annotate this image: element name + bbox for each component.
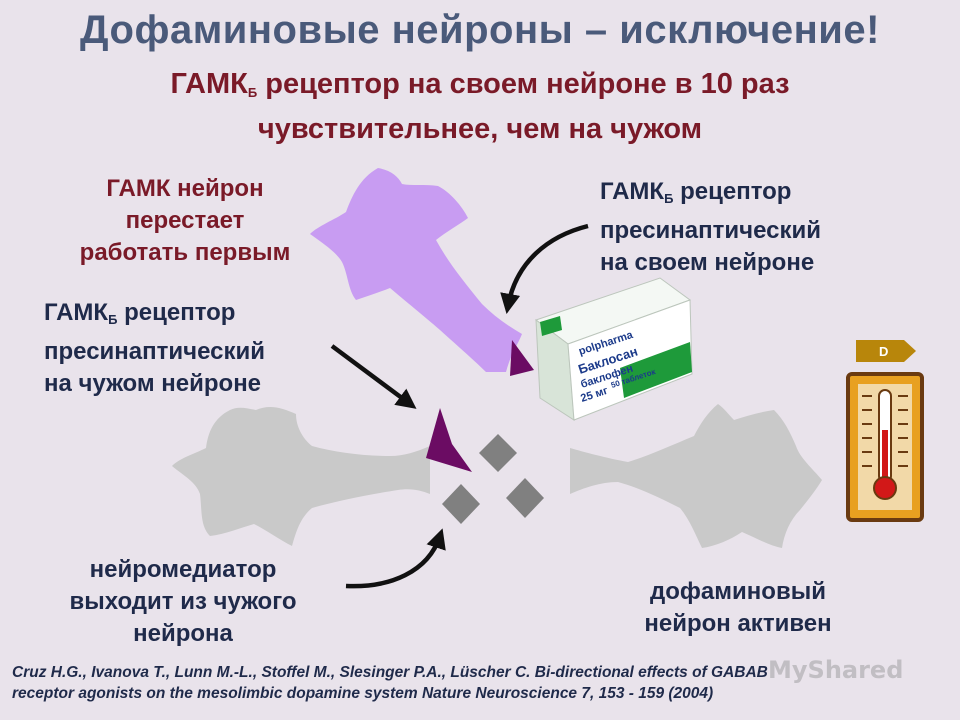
page-title: Дофаминовые нейроны – исключение! [80, 8, 880, 52]
foreign-receptor-shape [426, 408, 472, 472]
d-tag: D [856, 340, 916, 362]
label-foreign-receptor: ГАМКБ рецептор пресинаптический на чужом… [44, 299, 265, 397]
neurotransmitter-diamond [479, 434, 517, 472]
citation-line-1: Cruz H.G., Ivanova T., Lunn M.-L., Stoff… [12, 664, 768, 681]
arrow-own-receptor [500, 223, 589, 314]
citation-line-2: receptor agonists on the mesolimbic dopa… [12, 685, 714, 702]
arrow-neurotransmitter [345, 528, 446, 589]
arrow-foreign-receptor [330, 344, 417, 409]
label-own-receptor: ГАМКБ рецептор пресинаптический на своем… [600, 178, 821, 276]
label-gaba-neuron: ГАМК нейрон перестает работать первым [79, 175, 291, 266]
foreign-neuron [172, 407, 430, 546]
watermark: MyShared [768, 656, 904, 684]
page-subtitle: ГАМКБ рецептор на своем нейроне в 10 раз… [0, 66, 960, 148]
subtitle-line-1: ГАМКБ рецептор на своем нейроне в 10 раз [170, 68, 790, 100]
subtitle-line-2: чувствительнее, чем на чужом [257, 113, 703, 145]
own-receptor-shape [510, 340, 534, 376]
neurotransmitter-diamond [506, 478, 544, 518]
citation: Cruz H.G., Ivanova T., Lunn M.-L., Stoff… [12, 662, 952, 704]
label-dopamine-active: дофаминовый нейрон активен [644, 578, 832, 637]
thermometer-icon [846, 372, 924, 522]
drug-box: polpharma Баклосан баклофен 25 мг 50 таб… [534, 277, 693, 421]
d-tag-label: D [879, 344, 888, 359]
neurotransmitter-diamond [442, 484, 480, 524]
label-neurotransmitter: нейромедиатор выходит из чужого нейрона [69, 556, 297, 647]
gaba-neuron [310, 168, 522, 372]
dopamine-neuron [570, 404, 822, 548]
